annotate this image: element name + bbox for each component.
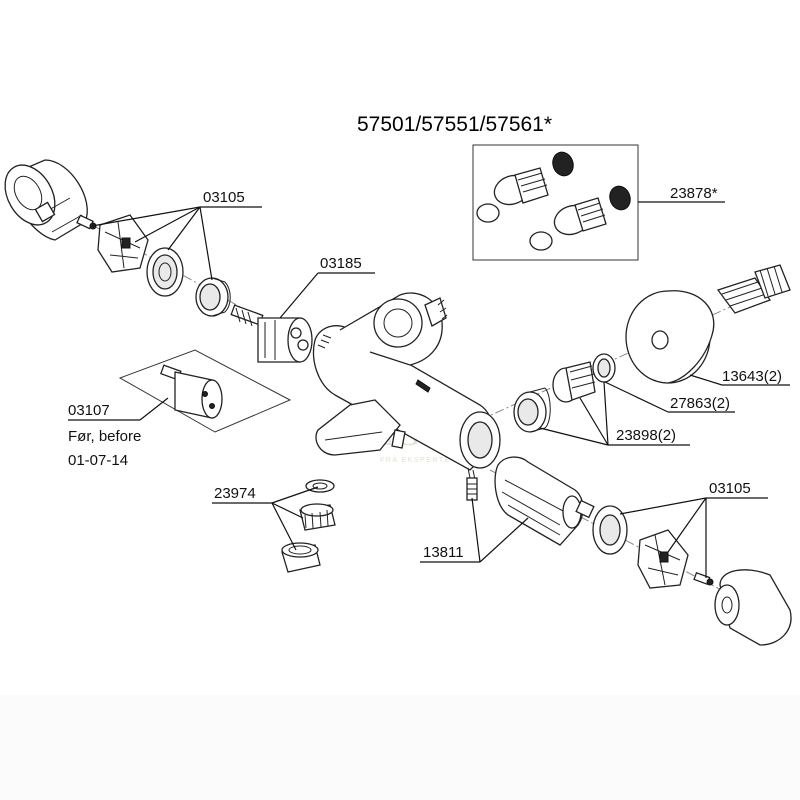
set-screw-13811	[466, 477, 478, 501]
label-23974: 23974	[214, 485, 256, 502]
label-13811: 13811	[423, 544, 464, 561]
wall-rosette-13643	[625, 290, 715, 384]
handle-adapter-top	[97, 214, 149, 273]
connector-set-box	[472, 144, 639, 261]
handle-adapter-bottom	[637, 529, 689, 589]
screw-bottom-right	[693, 571, 714, 586]
label-13643: 13643(2)	[722, 368, 782, 385]
wall-connector-right	[716, 264, 791, 314]
label-27863: 27863(2)	[670, 395, 730, 412]
cartridge-03107-box	[118, 349, 292, 433]
diagram-title: 57501/57551/57561*	[357, 113, 552, 136]
aerator-housing	[281, 542, 321, 573]
cartridge-13811	[494, 456, 595, 546]
cartridge-03185	[230, 304, 313, 363]
part-labels: 03105 03185 23878* 13643(2) 27863(2) 238…	[68, 185, 782, 561]
label-03107: 03107	[68, 402, 110, 419]
leader-lines	[68, 201, 790, 578]
label-03105-bottom: 03105	[709, 480, 751, 497]
label-03185: 03185	[320, 255, 362, 272]
aerator-insert	[299, 503, 336, 531]
label-23878: 23878*	[670, 185, 718, 202]
label-03105-top: 03105	[203, 189, 245, 206]
label-03107-note-1: Før, before	[68, 428, 141, 445]
bottom-band	[0, 695, 800, 800]
mixer-body	[312, 292, 501, 481]
watermark-subtext: FRA EKSPERTENE	[380, 457, 464, 464]
handle-cap-left	[4, 159, 88, 241]
ring-disc-bottom	[592, 505, 628, 555]
label-23898: 23898(2)	[616, 427, 676, 444]
eccentric-connector-23898	[552, 361, 596, 403]
handle-cap-right	[714, 569, 792, 646]
label-03107-note-2: 01-07-14	[68, 452, 128, 469]
union-nut-23898	[513, 387, 551, 433]
filter-washer-27863	[592, 353, 616, 383]
bushing-top	[195, 277, 231, 317]
ring-disc-top	[146, 247, 184, 297]
